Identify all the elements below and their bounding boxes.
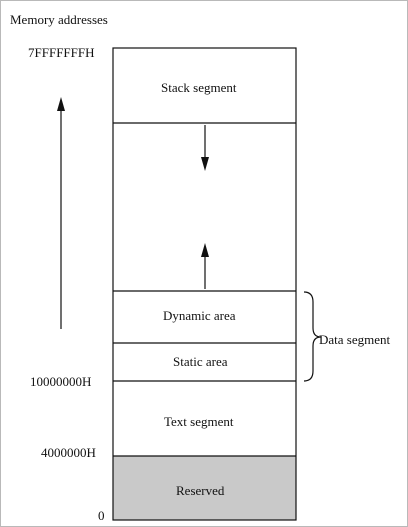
dynamic-area-label: Dynamic area bbox=[163, 308, 236, 323]
address-label-text-start: 4000000H bbox=[41, 445, 96, 460]
address-direction-arrow-head bbox=[57, 97, 65, 111]
reserved-label: Reserved bbox=[176, 483, 225, 498]
stack-segment-label: Stack segment bbox=[161, 80, 237, 95]
address-label-top: 7FFFFFFFH bbox=[28, 45, 95, 60]
reserved-block bbox=[113, 456, 296, 520]
data-segment-label: Data segment bbox=[319, 332, 391, 347]
text-segment-label: Text segment bbox=[164, 414, 234, 429]
memory-column-outline bbox=[112, 47, 297, 521]
static-area-label: Static area bbox=[173, 354, 228, 369]
stack-growth-arrow-head bbox=[201, 157, 209, 171]
address-label-zero: 0 bbox=[98, 508, 105, 523]
memory-addresses-heading: Memory addresses bbox=[10, 12, 108, 27]
heap-growth-arrow-head bbox=[201, 243, 209, 257]
address-label-data-start: 10000000H bbox=[30, 374, 92, 389]
data-segment-brace bbox=[303, 291, 322, 382]
